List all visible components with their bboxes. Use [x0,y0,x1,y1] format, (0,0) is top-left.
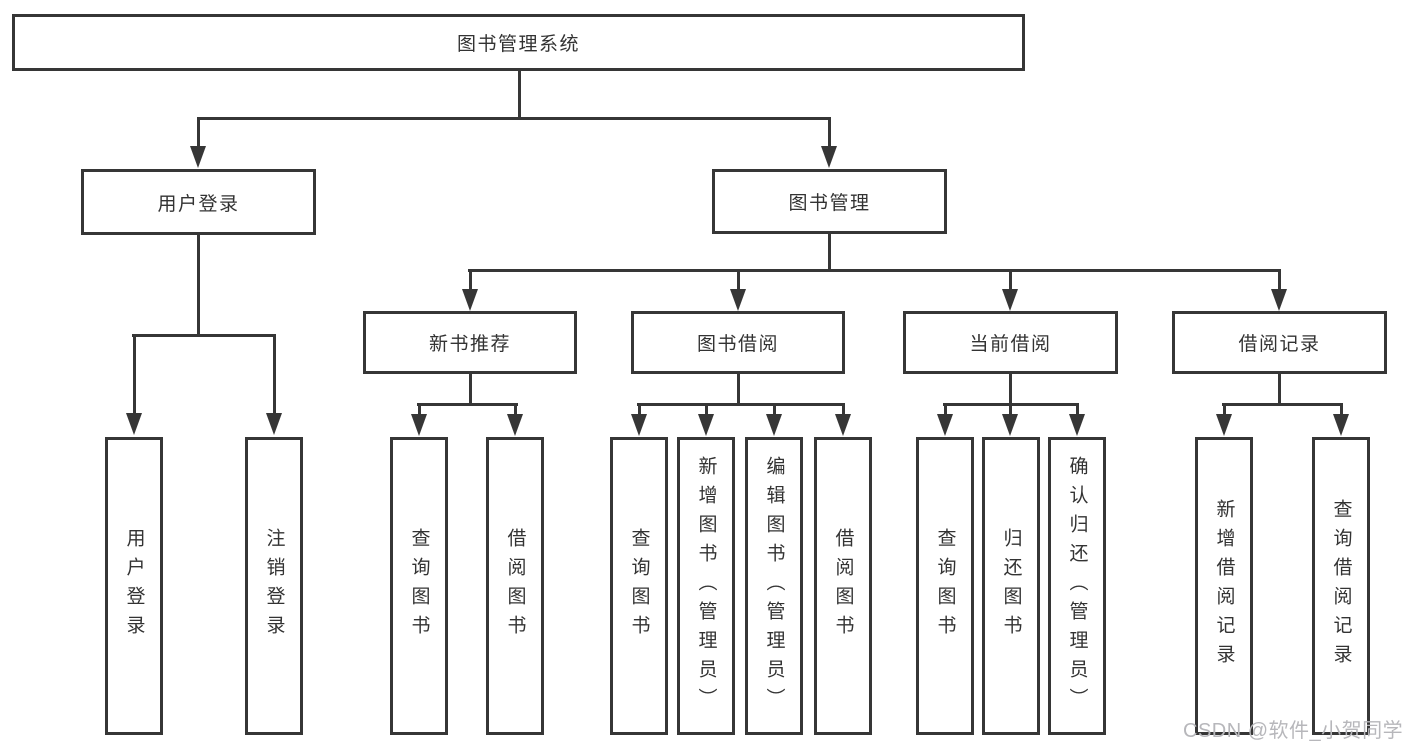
arrow-down-icon [1002,414,1018,436]
arrow-down-icon [730,289,746,311]
connector-line [132,334,276,337]
leaf-current-confirm-admin: 确认归还（管理员） [1048,437,1106,735]
connector-line [944,403,947,419]
connector-line [197,117,831,120]
node-current-borrowing: 当前借阅 [903,311,1118,374]
connector-line [1278,269,1281,291]
connector-line [828,117,831,149]
arrow-down-icon [1069,414,1085,436]
arrow-down-icon [507,414,523,436]
arrow-down-icon [190,146,206,168]
connector-line [273,334,276,416]
leaf-current-query: 查询图书 [916,437,974,735]
arrow-down-icon [1333,414,1349,436]
arrow-down-icon [266,413,282,435]
arrow-down-icon [821,146,837,168]
arrow-down-icon [462,289,478,311]
leaf-newbook-query: 查询图书 [390,437,448,735]
connector-line [133,334,136,416]
connector-line [1278,373,1281,406]
connector-line [469,269,472,291]
connector-line [197,234,200,336]
connector-line [418,403,421,419]
connector-line [417,403,518,406]
leaf-login-logout: 注销登录 [245,437,303,735]
node-library-system: 图书管理系统 [12,14,1025,71]
leaf-current-return: 归还图书 [982,437,1040,735]
connector-line [197,117,200,149]
connector-line [1340,403,1343,419]
connector-line [1009,403,1012,419]
arrow-down-icon [835,414,851,436]
arrow-down-icon [937,414,953,436]
connector-line [514,403,517,419]
connector-line [737,373,740,406]
leaf-borrow-query: 查询图书 [610,437,668,735]
node-borrowing-records: 借阅记录 [1172,311,1387,374]
leaf-borrow-edit-admin: 编辑图书（管理员） [745,437,803,735]
node-new-book-recommend: 新书推荐 [363,311,577,374]
arrow-down-icon [1216,414,1232,436]
connector-line [637,403,845,406]
connector-line [468,269,1281,272]
connector-line [1009,373,1012,406]
leaf-login-user: 用户登录 [105,437,163,735]
connector-line [1222,403,1343,406]
csdn-watermark: CSDN @软件_小贺同学 [1183,720,1404,742]
connector-line [518,69,521,119]
connector-line [842,403,845,419]
arrow-down-icon [1002,289,1018,311]
connector-line [1076,403,1079,419]
leaf-borrow-add-admin: 新增图书（管理员） [677,437,735,735]
connector-line [828,233,831,272]
leaf-borrow-borrow: 借阅图书 [814,437,872,735]
arrow-down-icon [766,414,782,436]
connector-line [638,403,641,419]
connector-line [469,373,472,406]
connector-line [773,403,776,419]
connector-line [705,403,708,419]
leaf-record-add: 新增借阅记录 [1195,437,1253,735]
leaf-newbook-borrow: 借阅图书 [486,437,544,735]
node-book-borrowing: 图书借阅 [631,311,845,374]
arrow-down-icon [126,413,142,435]
connector-line [737,269,740,291]
node-book-management: 图书管理 [712,169,947,234]
node-user-login: 用户登录 [81,169,316,235]
arrow-down-icon [631,414,647,436]
arrow-down-icon [411,414,427,436]
leaf-record-query: 查询借阅记录 [1312,437,1370,735]
connector-line [1009,269,1012,291]
arrow-down-icon [698,414,714,436]
arrow-down-icon [1271,289,1287,311]
connector-line [1223,403,1226,419]
